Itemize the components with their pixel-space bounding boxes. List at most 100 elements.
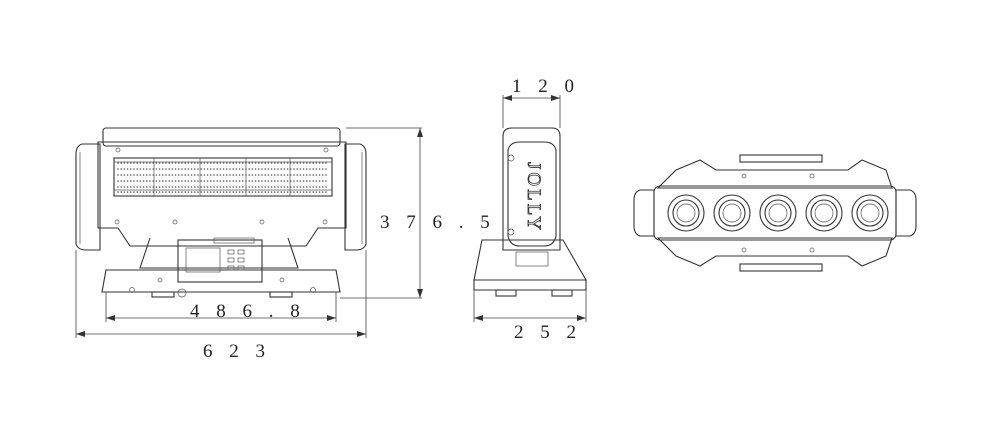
led-dot <box>302 191 305 193</box>
lens <box>805 194 843 232</box>
led-dot <box>181 180 183 182</box>
led-dot <box>187 191 190 193</box>
led-dot <box>251 168 254 170</box>
led-dot <box>171 186 174 188</box>
led-dot <box>277 180 279 182</box>
led-dot <box>165 162 167 164</box>
led-dot <box>162 186 164 188</box>
led-dot <box>178 174 180 176</box>
led-dot <box>283 180 286 182</box>
led-dot <box>194 174 196 176</box>
led-dot <box>117 174 119 176</box>
led-dot <box>178 191 180 193</box>
led-dot <box>261 168 263 170</box>
led-dot <box>280 191 283 193</box>
led-dot <box>306 180 308 182</box>
led-dot <box>146 186 148 188</box>
led-dot <box>210 168 212 170</box>
led-dot <box>117 191 119 193</box>
led-dot <box>203 174 206 176</box>
led-dot <box>264 168 267 170</box>
side-view: JOLLY <box>473 127 587 297</box>
led-dot <box>325 162 327 164</box>
led-dot <box>302 186 305 188</box>
led-dot <box>142 168 145 170</box>
front-left-arm <box>75 143 101 251</box>
led-dot <box>178 162 180 164</box>
led-dot <box>309 174 311 176</box>
led-dot <box>152 168 154 170</box>
front-led-rows <box>114 158 332 196</box>
led-dot <box>248 174 250 176</box>
led-dot <box>174 162 177 164</box>
led-dot <box>139 191 142 193</box>
led-dot <box>194 186 196 188</box>
led-dot <box>120 174 122 176</box>
front-lcd-display <box>185 247 221 273</box>
led-dot <box>200 186 202 188</box>
led-dot <box>187 162 190 164</box>
led-dot <box>242 168 244 170</box>
led-dot <box>219 180 222 182</box>
led-dot <box>190 191 193 193</box>
led-dot <box>270 174 273 176</box>
led-dot <box>206 162 209 164</box>
led-dot <box>142 162 145 164</box>
led-dot <box>216 186 218 188</box>
led-dot <box>226 186 228 188</box>
led-dot <box>181 168 183 170</box>
led-dot <box>286 168 289 170</box>
side-label-plate <box>515 251 549 267</box>
led-dot <box>219 162 222 164</box>
led-dot <box>242 174 244 176</box>
led-dot <box>155 174 158 176</box>
led-dot <box>254 191 257 193</box>
led-dot <box>325 180 327 182</box>
top-lens-group <box>667 194 889 232</box>
lens <box>676 203 696 223</box>
led-dot <box>181 186 183 188</box>
led-dot <box>181 191 183 193</box>
led-dot <box>162 191 164 193</box>
led-dot <box>235 191 238 193</box>
led-dot <box>232 174 234 176</box>
led-dot <box>174 168 177 170</box>
led-dot <box>213 180 215 182</box>
led-dot <box>261 174 263 176</box>
led-dot <box>229 180 231 182</box>
led-dot <box>206 186 209 188</box>
led-dot <box>126 186 129 188</box>
led-dot <box>277 191 279 193</box>
led-dot <box>318 168 321 170</box>
led-dot <box>133 191 135 193</box>
led-dot <box>210 162 212 164</box>
led-dot <box>254 186 257 188</box>
led-dot <box>232 180 234 182</box>
led-dot <box>171 162 174 164</box>
led-dot <box>213 186 215 188</box>
led-dot <box>149 168 151 170</box>
led-dot <box>299 180 302 182</box>
led-dot <box>293 162 295 164</box>
led-dot <box>158 162 161 164</box>
led-dot <box>302 174 305 176</box>
led-dot <box>222 162 225 164</box>
led-dot <box>315 191 318 193</box>
dim-total-width-label: 6 2 3 <box>203 341 271 362</box>
led-dot <box>290 180 292 182</box>
led-dot <box>194 191 196 193</box>
led-dot <box>315 168 318 170</box>
lens <box>764 199 792 227</box>
led-dot <box>216 168 218 170</box>
side-dimensions <box>473 95 587 322</box>
led-dot <box>130 191 132 193</box>
led-dot <box>146 180 148 182</box>
led-dot <box>290 174 292 176</box>
led-dot <box>296 162 299 164</box>
led-dot <box>274 186 276 188</box>
led-dot <box>232 186 234 188</box>
led-dot <box>306 174 308 176</box>
led-dot <box>190 180 193 182</box>
led-dot <box>123 162 126 164</box>
led-dot <box>306 162 308 164</box>
